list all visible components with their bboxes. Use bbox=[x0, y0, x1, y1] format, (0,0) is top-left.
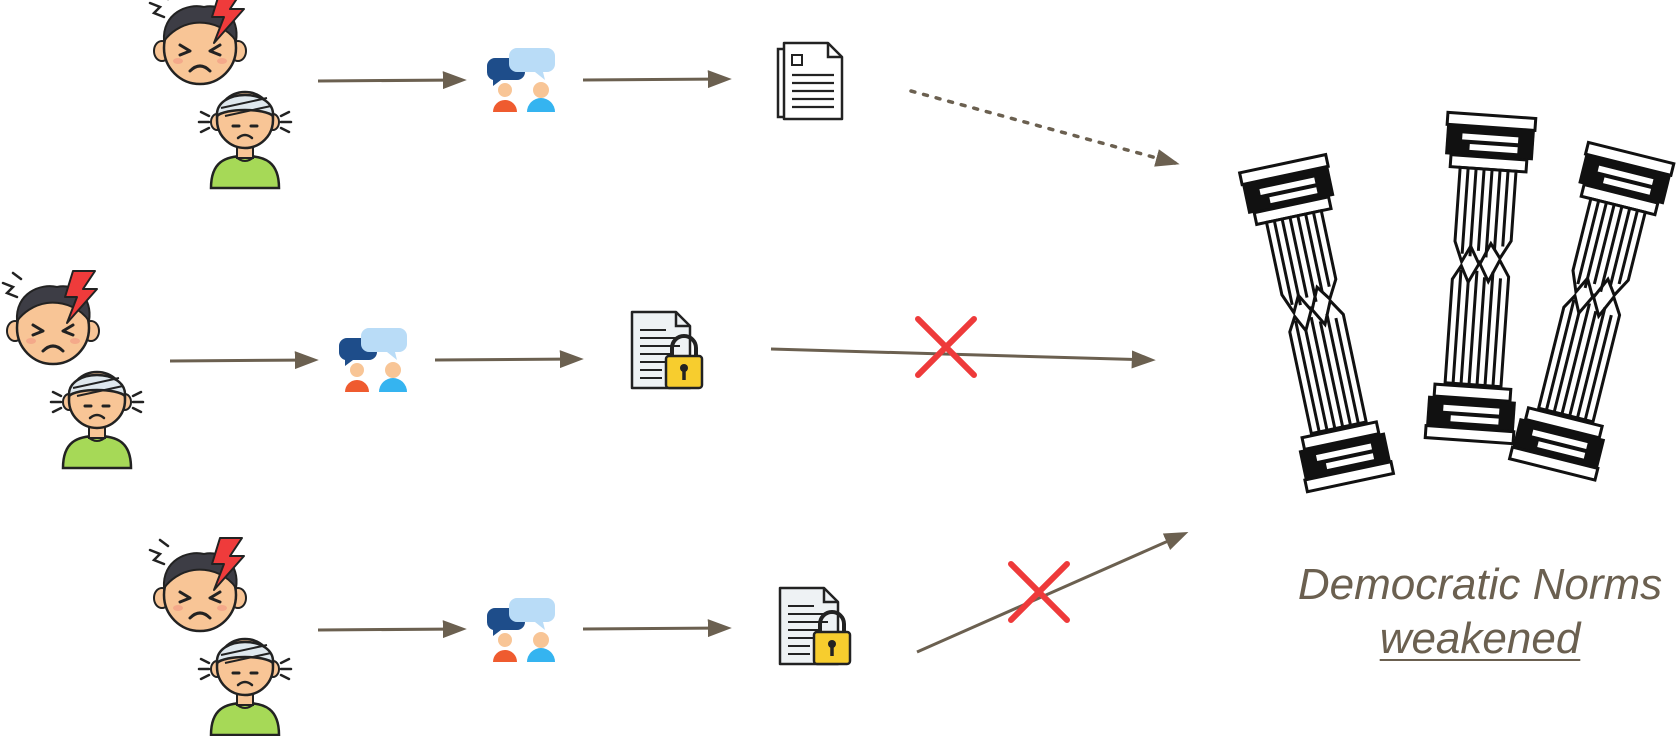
document-icon bbox=[776, 41, 844, 121]
arrow bbox=[770, 347, 1156, 369]
injured-person-icon bbox=[49, 370, 145, 470]
arrow bbox=[317, 620, 467, 639]
injured-person-icon bbox=[197, 637, 293, 736]
locked-document-icon bbox=[630, 310, 704, 390]
column-left bbox=[1238, 153, 1395, 494]
discussion-icon bbox=[486, 598, 555, 662]
arrow bbox=[317, 71, 467, 90]
dotted-arrow bbox=[909, 89, 1180, 167]
column-middle bbox=[1423, 110, 1538, 446]
arrow bbox=[434, 350, 584, 369]
row-locked bbox=[1, 269, 1156, 470]
locked-document-icon bbox=[778, 586, 852, 666]
row-locked-2 bbox=[148, 532, 1189, 736]
column-right bbox=[1508, 140, 1676, 482]
cross-icon bbox=[1011, 564, 1067, 620]
caption: Democratic Norms weakened bbox=[1255, 558, 1680, 666]
caption-line-1: Democratic Norms bbox=[1297, 560, 1663, 609]
angry-face-icon bbox=[148, 536, 248, 633]
caption-line-2: weakened bbox=[1379, 614, 1581, 663]
broken-columns-icon bbox=[1238, 110, 1676, 494]
arrow bbox=[582, 70, 732, 89]
row-published bbox=[148, 0, 1180, 190]
cross-icon bbox=[918, 319, 974, 375]
discussion-icon bbox=[486, 48, 555, 112]
discussion-icon bbox=[338, 328, 407, 392]
injured-person-icon bbox=[197, 90, 293, 190]
arrow bbox=[916, 532, 1189, 654]
angry-face-icon bbox=[148, 0, 248, 86]
angry-face-icon bbox=[1, 269, 101, 366]
arrow bbox=[582, 619, 732, 638]
arrow bbox=[169, 351, 319, 370]
